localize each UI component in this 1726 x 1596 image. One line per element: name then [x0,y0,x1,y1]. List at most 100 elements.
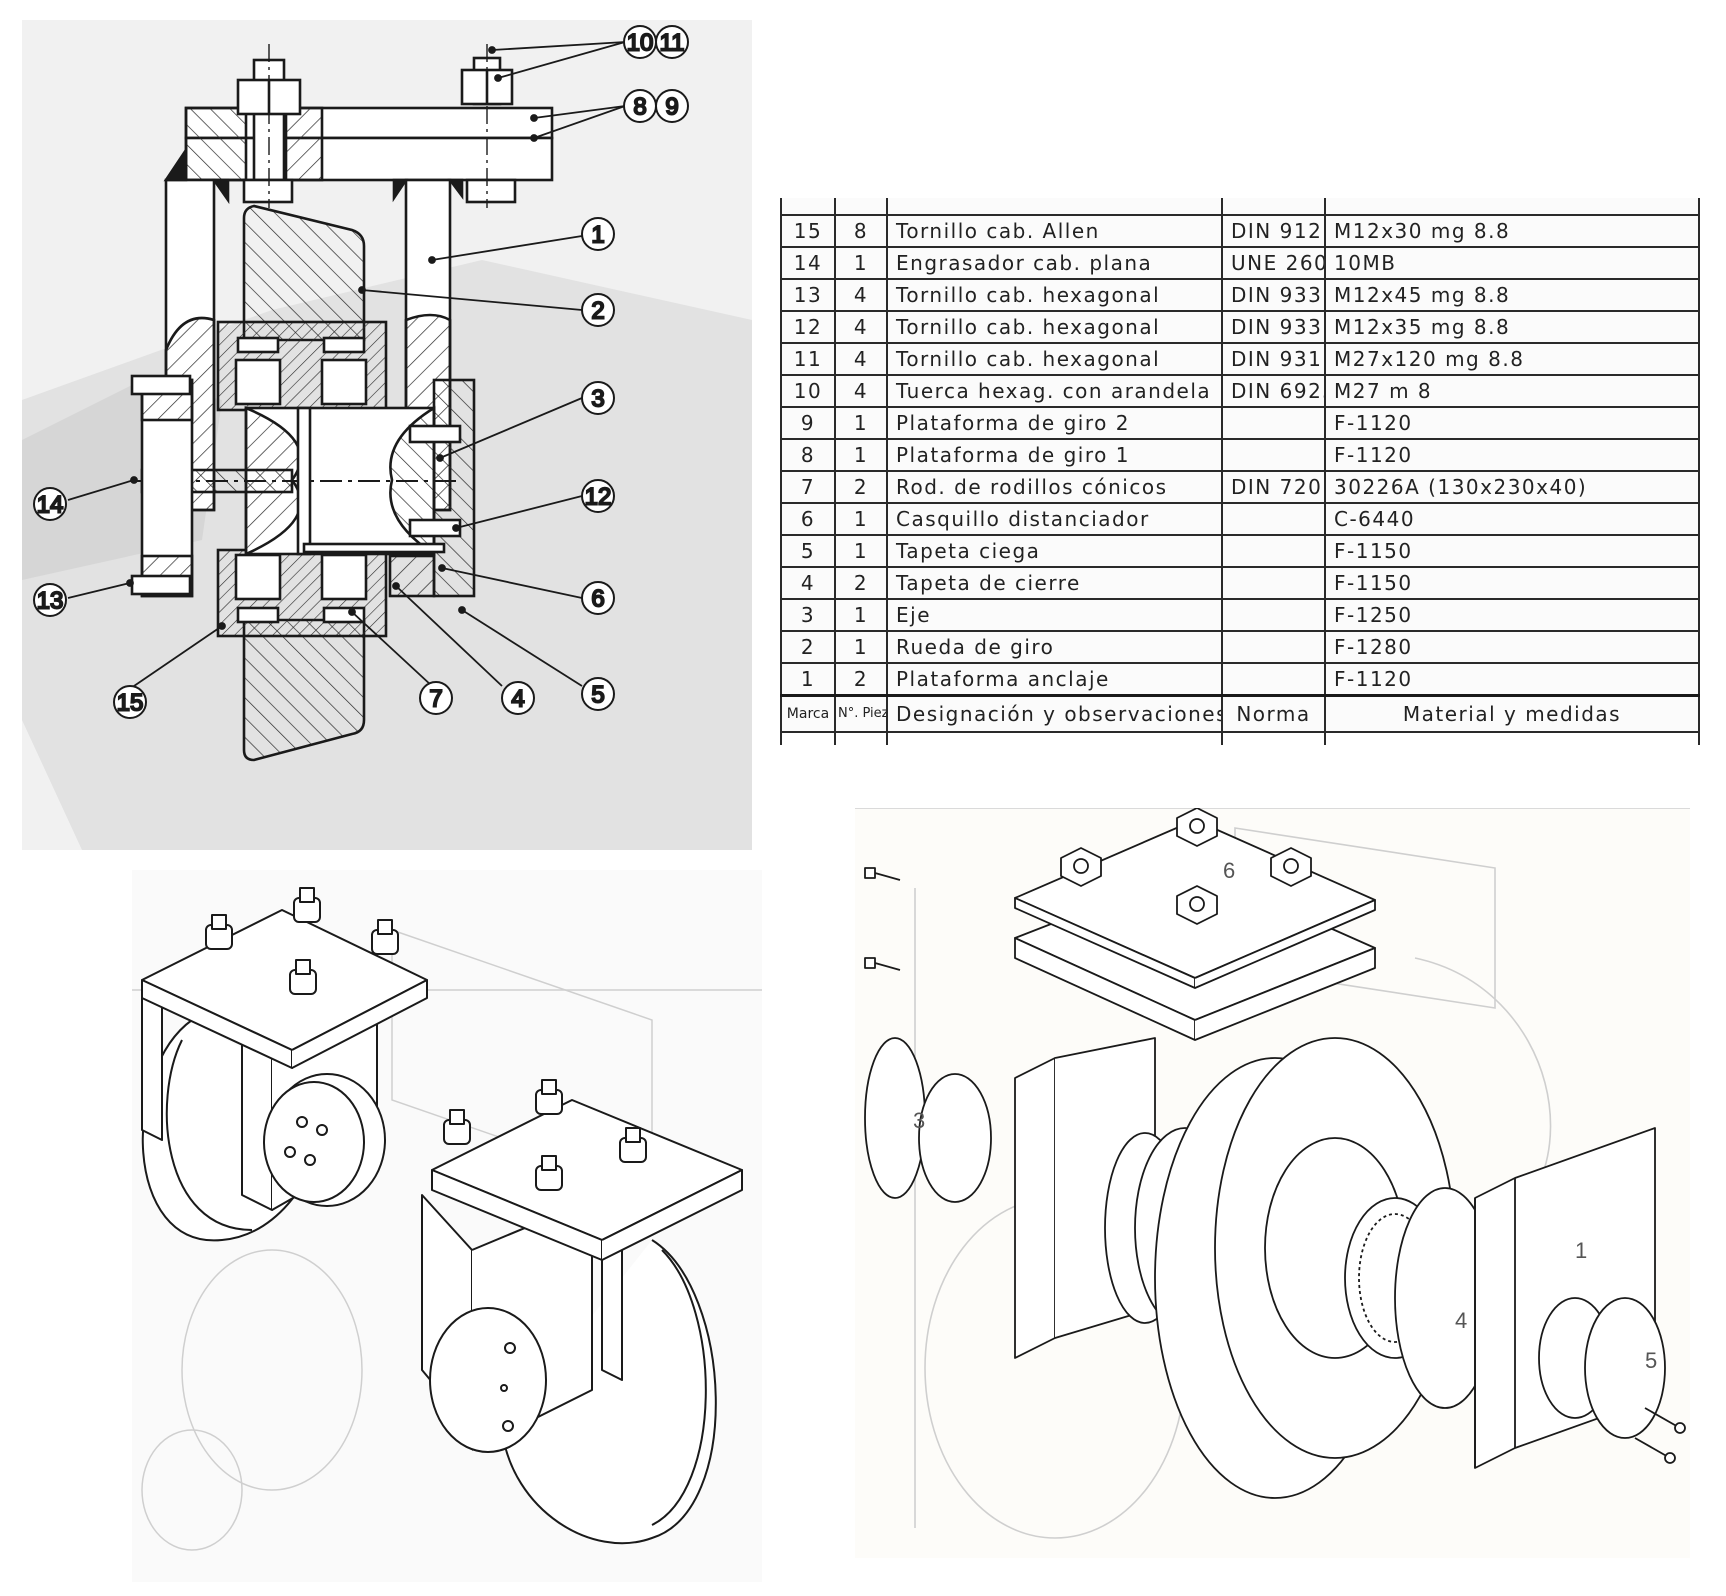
cell-material: M12x45 mg 8.8 [1324,278,1700,312]
cell-designacion: Tapeta ciega [886,534,1223,568]
cell-designacion: Tornillo cab. hexagonal [886,342,1223,376]
cell-norma: DIN 912 [1221,214,1326,248]
cell-n-pieza: 2 [834,566,888,600]
cell-material: F-1250 [1324,598,1700,632]
callout-4: 4 [501,681,535,715]
cell-norma [1221,566,1326,600]
caster-1 [141,887,428,1242]
handwritten-mark: 6 [1223,858,1235,883]
cell-n-pieza: 4 [834,374,888,408]
leader-lines [67,41,626,687]
callout-11: 11 [655,25,689,59]
cell-designacion: Casquillo distanciador [886,502,1223,536]
cell-material: M27 m 8 [1324,374,1700,408]
handwritten-mark: 5 [1645,1348,1657,1373]
nut [1060,847,1102,887]
cell-designacion: Tornillo cab. hexagonal [886,278,1223,312]
cell-n-pieza: 2 [834,662,888,697]
header-designacion: Designación y observaciones [886,694,1223,733]
callout-7: 7 [419,681,453,715]
cell-n-pieza: 2 [834,470,888,504]
svg-text:8: 8 [633,94,646,121]
cell-designacion: Eje [886,598,1223,632]
screw [1634,1437,1676,1464]
callout-1: 1 [581,217,615,251]
callout-6: 6 [581,581,615,615]
cell-material: F-1280 [1324,630,1700,664]
isometric-assembled-view [132,870,762,1582]
cell-n-pieza: 1 [834,406,888,440]
nut [1176,885,1218,925]
cell-norma [1221,534,1326,568]
cell-material: M12x30 mg 8.8 [1324,214,1700,248]
nut [289,959,317,995]
nut [371,919,399,955]
section-drawing: 10 11 8 9 1 2 3 12 6 5 4 7 15 13 14 [22,25,752,850]
svg-text:1: 1 [591,222,604,249]
cell-designacion: Engrasador cab. plana [886,246,1223,280]
exploded-parts [864,808,1686,1499]
nut [293,887,321,923]
cell-marca: 11 [780,342,836,376]
cell-n-pieza: 1 [834,598,888,632]
hub-cap-2 [429,1307,547,1453]
cell-n-pieza: 8 [834,214,888,248]
svg-text:9: 9 [665,94,678,121]
cell-norma: DIN 6923 [1221,374,1326,408]
cell-norma: DIN 933 [1221,310,1326,344]
cell-marca: 7 [780,470,836,504]
end-cap-5 [1584,1297,1666,1439]
cell-n-pieza: 1 [834,438,888,472]
header-material: Material y medidas [1324,694,1700,733]
cell-marca: 4 [780,566,836,600]
table-footer-spacer [780,731,1700,745]
cell-n-pieza: 4 [834,278,888,312]
cell-material: F-1150 [1324,566,1700,600]
cell-n-pieza: 1 [834,246,888,280]
svg-text:3: 3 [591,386,604,413]
cell-norma [1221,438,1326,472]
cell-designacion: Rod. de rodillos cónicos [886,470,1223,504]
cell-marca: 8 [780,438,836,472]
cell-material: 10MB [1324,246,1700,280]
cell-norma [1221,502,1326,536]
cell-n-pieza: 1 [834,534,888,568]
cell-marca: 2 [780,630,836,664]
cell-material: 30226A (130x230x40) [1324,470,1700,504]
isometric-exploded-drawing: 6 3 1 4 5 [855,808,1690,1539]
cell-material: F-1120 [1324,438,1700,472]
header-n-pieza: N°. Pieza [834,694,888,733]
cell-norma [1221,662,1326,697]
handwritten-mark: 1 [1575,1238,1587,1263]
cell-designacion: Plataforma de giro 2 [886,406,1223,440]
cell-norma: DIN 720 [1221,470,1326,504]
nut [535,1155,563,1191]
cell-norma: UNE 26030 [1221,246,1326,280]
callout-3: 3 [581,381,615,415]
cell-material: M27x120 mg 8.8 [1324,342,1700,376]
table-top-spacer [780,198,1700,216]
screw [1644,1407,1686,1434]
cell-material: C-6440 [1324,502,1700,536]
svg-text:2: 2 [591,298,604,325]
handwritten-marks: 6 3 1 4 5 [913,858,1657,1373]
cell-marca: 13 [780,278,836,312]
cell-marca: 10 [780,374,836,408]
nut [1176,808,1218,847]
callout-13: 13 [33,583,67,617]
callout-8: 8 [623,89,657,123]
nut [443,1109,471,1145]
cell-designacion: Tornillo cab. Allen [886,214,1223,248]
cell-material: F-1120 [1324,406,1700,440]
cell-norma [1221,630,1326,664]
svg-text:7: 7 [429,686,442,713]
cell-norma: DIN 933 [1221,278,1326,312]
cell-marca: 6 [780,502,836,536]
